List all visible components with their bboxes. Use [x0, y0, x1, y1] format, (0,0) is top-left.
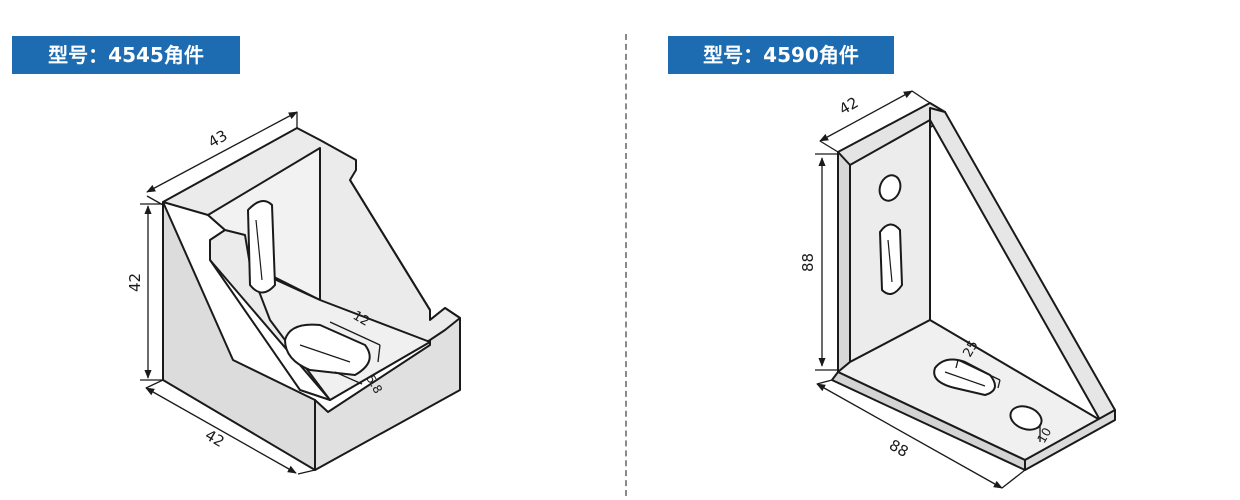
dim-4545-slot-length: 12	[350, 308, 372, 329]
dim-4590-height: 88	[799, 253, 817, 272]
dim-4590-slot-length: 25	[960, 338, 981, 360]
bracket-4590-vertical-slot	[879, 223, 903, 295]
dim-4545-top-length: 43	[205, 126, 231, 151]
bracket-4590-dimension-lines	[815, 90, 1041, 489]
dim-4590-hole-width: 10	[1034, 425, 1054, 445]
dim-4545-bottom-length: 42	[202, 426, 228, 451]
dim-4590-bottom-length: 88	[886, 436, 912, 461]
bracket-4545-drawing	[162, 127, 461, 471]
bracket-4590-round-hole-base	[1009, 405, 1043, 431]
bracket-4545-base-slot	[284, 323, 371, 376]
bracket-4545-vertical-slot	[247, 200, 276, 294]
dim-4590-top-width: 42	[836, 93, 862, 118]
bracket-4545-dimension-lines	[140, 111, 381, 475]
model-label-4545: 型号：4545角件	[12, 36, 240, 74]
bracket-4590-round-hole-top	[878, 174, 902, 202]
model-label-4590: 型号：4590角件	[668, 36, 894, 74]
dashed-divider	[625, 34, 627, 496]
dim-4545-height: 42	[126, 273, 144, 292]
bracket-4590-drawing	[831, 102, 1116, 471]
